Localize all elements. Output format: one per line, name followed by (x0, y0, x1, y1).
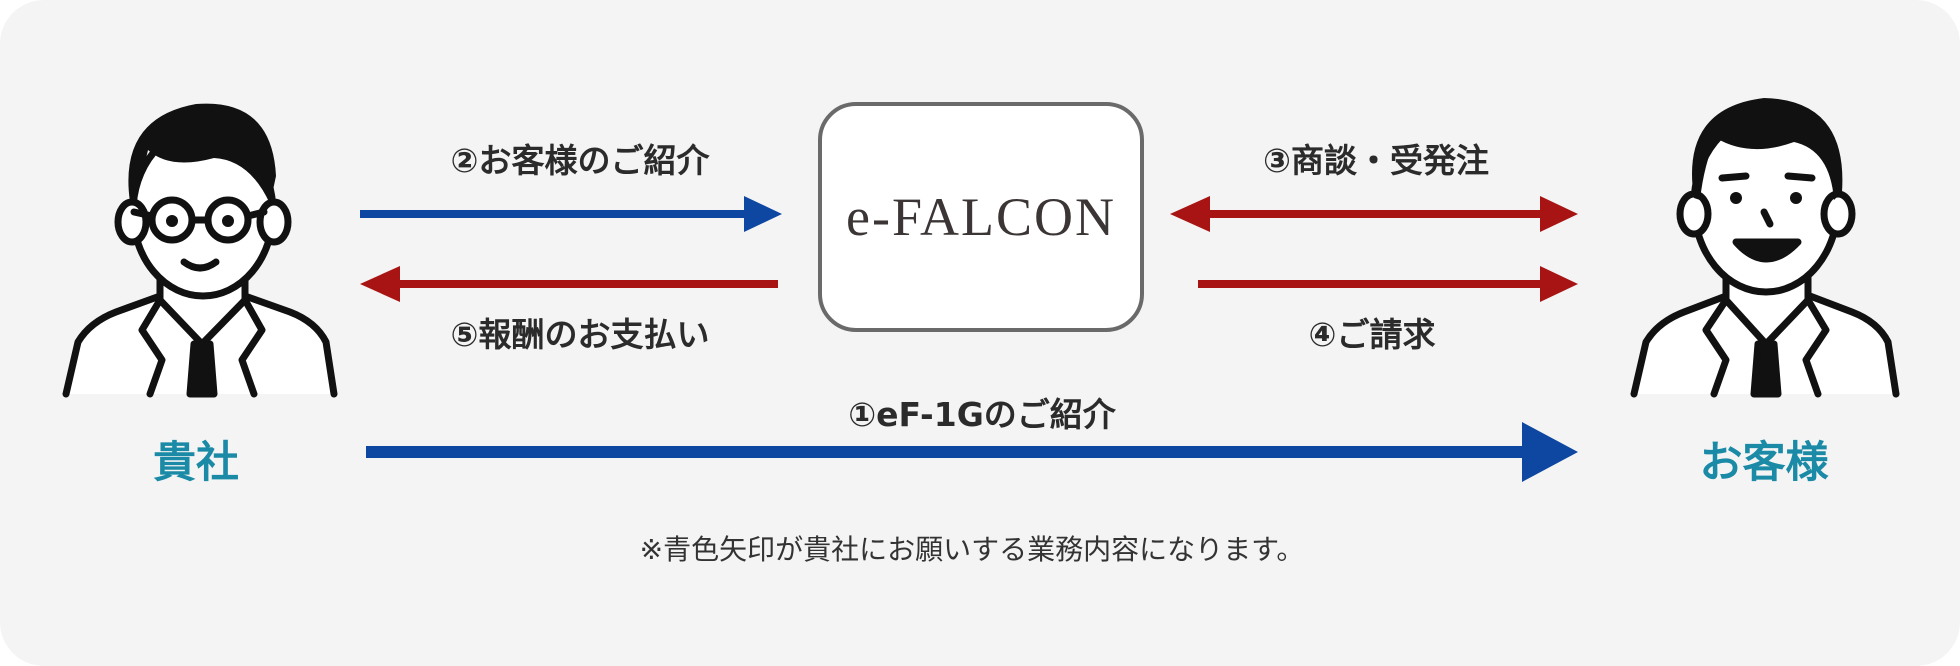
label-billing: ④ご請求 (1308, 315, 1436, 354)
e-falcon-box: e-FALCON (818, 102, 1144, 332)
party-label-company: 貴社 (153, 438, 239, 488)
arrow-negotiation (1170, 196, 1578, 232)
arrow-introduce-product (366, 422, 1578, 482)
label-negotiation: ③商談・受発注 (1263, 141, 1489, 180)
arrow-billing (1198, 266, 1578, 302)
label-introduce-customer: ②お客様のご紹介 (450, 141, 710, 180)
arrow-payment (360, 266, 778, 302)
label-payment: ⑤報酬のお支払い (450, 315, 710, 354)
brand-logo-text: e-FALCON (846, 187, 1116, 247)
party-label-customer: お客様 (1699, 438, 1829, 488)
arrow-introduce-customer (360, 196, 782, 232)
footnote: ※青色矢印が貴社にお願いする業務内容になります。 (639, 533, 1305, 566)
label-introduce-product: ①eF-1Gのご紹介 (848, 395, 1116, 434)
